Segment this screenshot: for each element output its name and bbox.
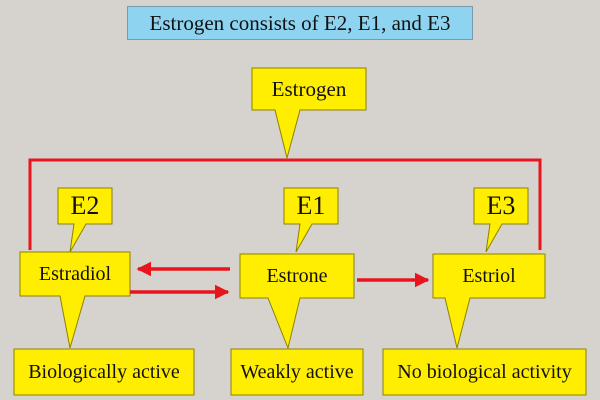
activity-label-estrone: Weakly active xyxy=(240,360,354,383)
activity-box-estradiol xyxy=(13,348,195,396)
activity-label-estradiol: Biologically active xyxy=(28,360,180,383)
estriol-callout xyxy=(432,253,546,349)
e2-callout xyxy=(57,187,113,253)
estradiol-callout xyxy=(19,251,131,349)
estrone-callout xyxy=(239,253,355,350)
estrogen-bracket-line xyxy=(28,158,542,250)
activity-label-estriol: No biological activity xyxy=(397,360,572,383)
activity-box-estriol xyxy=(382,348,587,396)
title-banner: Estrogen consists of E2, E1, and E3 xyxy=(127,6,473,40)
estriol-label: Estriol xyxy=(462,264,516,287)
e2-label: E2 xyxy=(70,191,100,220)
estradiol-label: Estradiol xyxy=(38,262,112,285)
e3-callout xyxy=(473,187,529,253)
diagram-title: Estrogen consists of E2, E1, and E3 xyxy=(149,10,451,35)
estrone-label: Estrone xyxy=(266,264,328,287)
e1-callout xyxy=(283,187,339,253)
estrogen-label: Estrogen xyxy=(271,76,347,101)
e1-label: E1 xyxy=(296,191,326,220)
activity-box-estrone xyxy=(230,348,364,396)
estrogen-callout xyxy=(251,67,367,160)
e3-label: E3 xyxy=(486,191,516,220)
